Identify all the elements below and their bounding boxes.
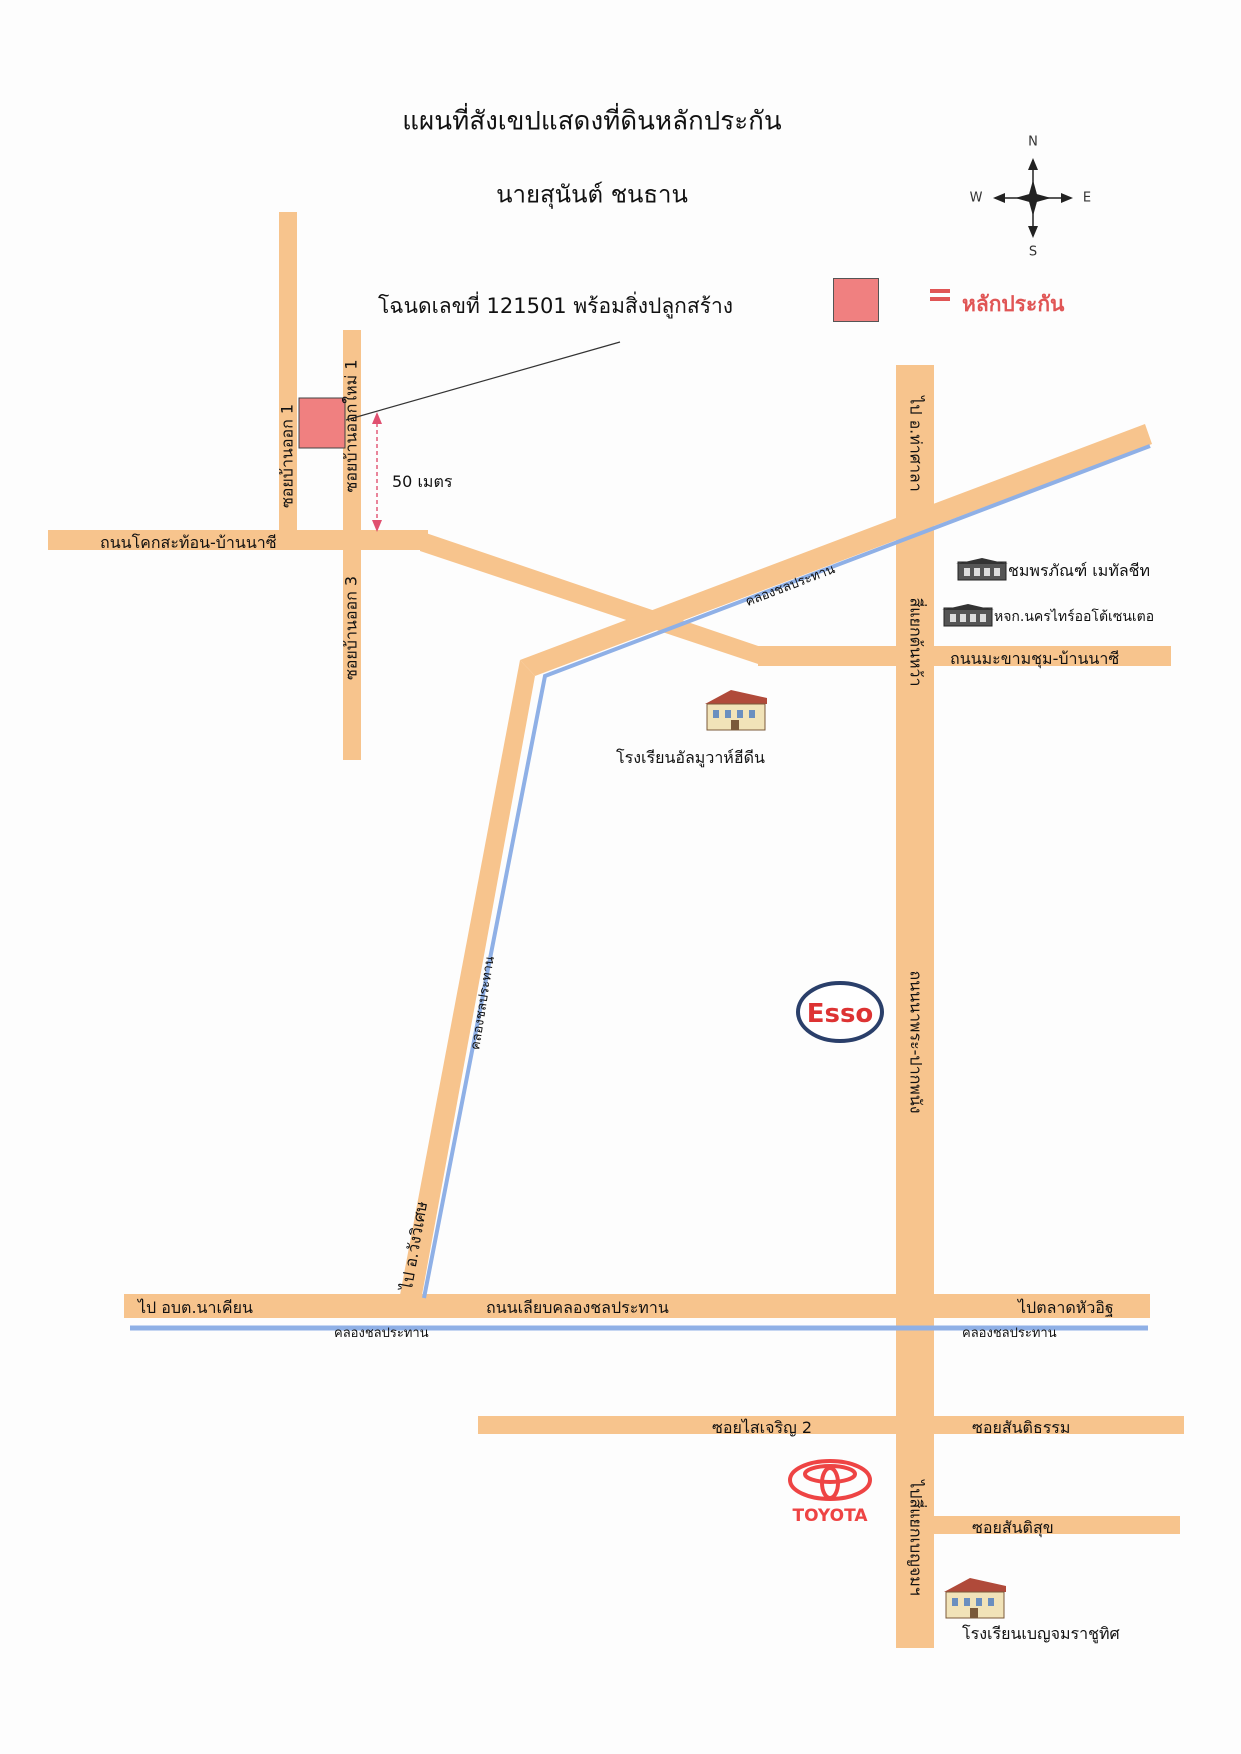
school-icon [705,690,767,731]
label-to-nakhian: ไป อบต.นาเคียน [138,1298,253,1317]
road-liap-khlong [124,1294,1150,1318]
school-icon-2 [944,1578,1006,1619]
legend-swatch [833,278,879,322]
label-soi-sai-charoen-2: ซอยไสเจริญ 2 [712,1418,812,1437]
compass-n: N [1028,134,1038,150]
label-khok-satorn: ถนนโคกสะท้อน-บ้านนาซี [100,533,277,552]
legend-symbol-label: หลักประกัน [962,292,1065,316]
factory-icon-2 [942,604,994,627]
compass-rose-icon [993,158,1073,238]
canal-diag [422,444,1151,1299]
label-si-yaek-ton-hua: สี่แยกต้นหว้า [906,597,926,687]
canal-network [130,444,1151,1331]
owner-name: นายสุนันต์ ชนธาน [496,180,688,209]
deed-pointer-line [345,341,621,421]
label-soi-ban-ok-1: ซอยบ้านออก 1 [277,403,297,509]
label-to-hua-it: ไปตลาดหัวอิฐ [1018,1298,1114,1317]
label-soi-santitham: ซอยสันติธรรม [972,1418,1071,1437]
label-makham-chum: ถนนมะขามชุม-บ้านนาซี [950,649,1120,668]
toyota-logo-icon: TOYOTA [788,1459,872,1526]
road-soi-ban-ok-3 [343,530,361,760]
road-khok-satorn [48,530,428,550]
collateral-lot [298,397,346,449]
road-wang-wiset [400,660,535,1295]
label-nakhon-pak-phun: ถนนนาพระ-ปากพนัง [906,970,926,1114]
compass-s: S [1028,244,1038,260]
label-soi-ban-ok-mai-1: ซอยบ้านออกใหม่ 1 [341,359,361,493]
distance-label: 50 เมตร [392,472,453,491]
road-soi-santisuk [934,1516,1180,1534]
road-soi-ban-ok-1 [279,212,297,530]
legend-equals-icon [930,287,950,303]
label-canal-bottom-left: คลองชลประทาน [334,1326,429,1341]
map-title: แผนที่สังเขปแสดงที่ดินหลักประกัน [402,106,782,137]
deed-label: โฉนดเลขที่ 121501 พร้อมสิ่งปลูกสร้าง [378,294,734,318]
label-liap-khlong: ถนนเลียบคลองชลประทาน [486,1298,669,1317]
road-nakhon-pak-phun [896,365,934,1648]
road-makham-chum [758,646,1171,666]
label-school-benjama: โรงเรียนเบญจมราชูทิศ [962,1624,1120,1643]
label-school-almuwahidin: โรงเรียนอัลมูวาห์ฮีดีน [616,748,765,767]
label-nakhon-sai-auto: หจก.นครไทร์ออโต้เซนเตอ [994,609,1155,625]
compass-e: E [1082,190,1092,206]
label-canal-bottom-right: คลองชลประทาน [962,1326,1057,1341]
label-soi-ban-ok-3: ซอยบ้านออก 3 [341,575,361,681]
svg-text:Esso: Esso [807,999,874,1029]
road-soi-ban-ok-mai-1 [343,330,361,530]
road-diag-east [420,531,764,666]
label-to-tha-sala: ไป อ.ท่าศาลา [906,396,926,492]
compass-w: W [969,190,983,206]
label-to-benjama: ไปสี่แยกเบญจมฯ [906,1480,926,1596]
road-soi-sai-charoen-2 [478,1416,1184,1434]
esso-logo-icon: Esso [796,981,884,1043]
label-soi-santisuk: ซอยสันติสุข [972,1518,1054,1537]
label-chom-metal-sheet: ชมพรภัณฑ์ เมทัลชีท [1008,561,1151,580]
road-diag-canal [520,424,1152,676]
distance-arrow [372,412,382,532]
factory-icon [956,558,1008,581]
svg-text:TOYOTA: TOYOTA [792,1506,868,1526]
road-network [48,212,1184,1648]
